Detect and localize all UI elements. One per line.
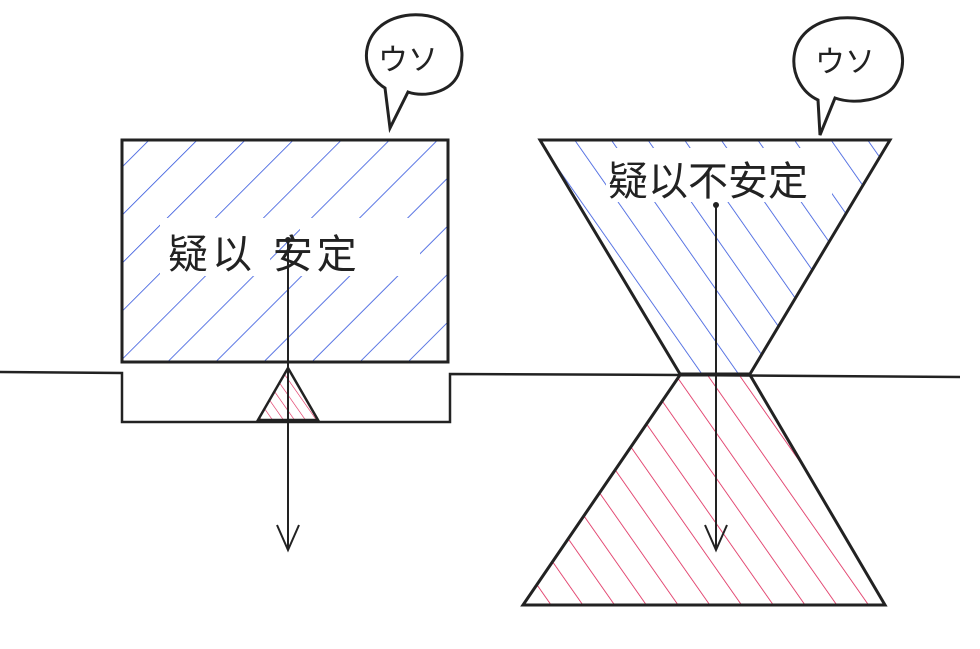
left-label: 疑以 安定: [168, 232, 361, 278]
right-figure: 疑以不安定 ウソ: [520, 16, 905, 607]
triangle-base: [520, 373, 888, 607]
ground-line: [0, 370, 961, 424]
svg-text:ウソ: ウソ: [815, 45, 875, 80]
svg-text:ウソ: ウソ: [378, 43, 438, 78]
left-figure: 疑以 安定 ウソ: [120, 13, 464, 553]
arrow-head: [704, 524, 728, 553]
speech-bubble: ウソ: [364, 13, 464, 134]
speech-bubble: ウソ: [792, 16, 905, 136]
right-label: 疑以不安定: [608, 159, 808, 205]
arrow-head: [276, 524, 300, 553]
